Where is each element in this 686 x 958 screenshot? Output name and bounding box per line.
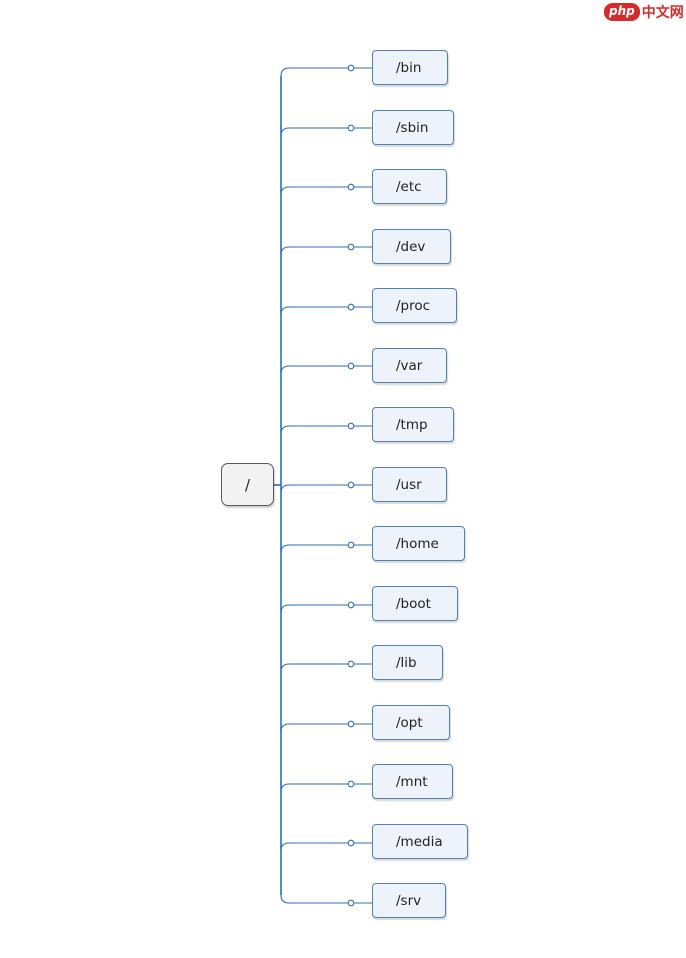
- node-usr[interactable]: /usr: [372, 467, 447, 502]
- branch-dot: [347, 660, 355, 668]
- branch-line: [280, 783, 351, 793]
- branch-line: [280, 425, 351, 435]
- node-lib[interactable]: /lib: [372, 645, 443, 680]
- branch-dot: [347, 899, 355, 907]
- branch-line: [280, 544, 351, 554]
- branch-dot: [347, 601, 355, 609]
- watermark-text: 中文网: [641, 5, 684, 21]
- branch-dot: [347, 124, 355, 132]
- branch-dot: [347, 183, 355, 191]
- branch-line: [280, 663, 351, 673]
- branch-dot: [347, 481, 355, 489]
- branch-line: [280, 306, 351, 316]
- site-watermark: php 中文网: [604, 2, 684, 22]
- branch-line: [280, 246, 351, 256]
- node-srv[interactable]: /srv: [372, 883, 446, 918]
- node-bin[interactable]: /bin: [372, 50, 448, 85]
- branch-line: [280, 484, 351, 494]
- node-proc[interactable]: /proc: [372, 288, 457, 323]
- node-tmp[interactable]: /tmp: [372, 407, 454, 442]
- branch-dot: [347, 303, 355, 311]
- node-mnt[interactable]: /mnt: [372, 764, 453, 799]
- node-dev[interactable]: /dev: [372, 229, 451, 264]
- branch-line: [280, 127, 351, 137]
- node-home[interactable]: /home: [372, 526, 465, 561]
- branch-line: [280, 186, 351, 196]
- branch-line: [280, 365, 351, 375]
- branch-line: [280, 842, 351, 852]
- node-media[interactable]: /media: [372, 824, 468, 859]
- branch-dot: [347, 780, 355, 788]
- node-var[interactable]: /var: [372, 348, 447, 383]
- branch-dot: [347, 720, 355, 728]
- branch-line: [280, 67, 351, 77]
- branch-line: [280, 604, 351, 614]
- node-sbin[interactable]: /sbin: [372, 110, 454, 145]
- branch-dot: [347, 362, 355, 370]
- branch-line: [280, 894, 351, 904]
- branch-dot: [347, 541, 355, 549]
- branch-dot: [347, 422, 355, 430]
- node-etc[interactable]: /etc: [372, 169, 447, 204]
- branch-line: [280, 723, 351, 733]
- watermark-logo: php: [604, 3, 640, 21]
- node-boot[interactable]: /boot: [372, 586, 458, 621]
- branch-dot: [347, 64, 355, 72]
- node-opt[interactable]: /opt: [372, 705, 450, 740]
- branch-dot: [347, 243, 355, 251]
- root-node[interactable]: /: [221, 463, 274, 506]
- branch-dot: [347, 839, 355, 847]
